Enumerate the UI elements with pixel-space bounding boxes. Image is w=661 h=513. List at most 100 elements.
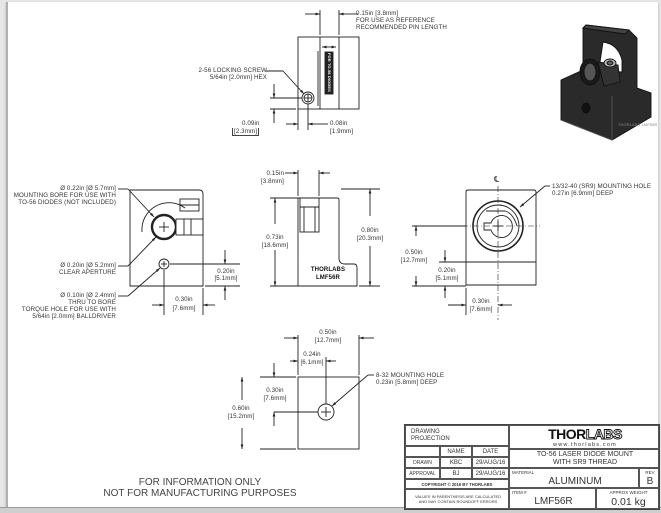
dimension-label: 0.20in: [217, 268, 235, 275]
dimension-label: 0.30in: [266, 387, 284, 394]
dimension-label: 0.15in: [266, 170, 284, 177]
bottom-view: [240, 335, 374, 450]
mounting-bore-label: TO-56 DIODES (NOT INCLUDED): [18, 199, 116, 206]
front-view: [118, 188, 240, 315]
material-label: MATERIAL: [512, 470, 535, 475]
front-view-outline: [129, 189, 204, 287]
side-view: [270, 170, 380, 287]
dimension-label: [5.1mm]: [435, 275, 459, 282]
approval-name: BJ: [440, 468, 472, 479]
weight-cell: APPROX WEIGHT 0.01 kg: [596, 488, 659, 509]
dimension-label: [2.3mm]: [232, 128, 260, 136]
copyright: COPYRIGHT © 2016 BY THORLABS: [405, 479, 509, 489]
locking-screw-label: 5/64in [2.0mm] HEX: [209, 74, 267, 81]
name-header: NAME: [440, 446, 472, 457]
mounting-bore-label: MOUNTING BORE FOR USE WITH: [13, 192, 116, 199]
title-block: DRAWING PROJECTION NAME DATE DRAWN KBC 2…: [404, 424, 660, 510]
dimension-label: [20.3mm]: [356, 235, 384, 242]
projection-cell: DRAWING PROJECTION: [405, 425, 509, 446]
values-note: VALUES IN PARENTHESIS ARE CALCULATED: [414, 494, 502, 499]
dimension-label: [12.7mm]: [400, 257, 428, 264]
description: TO-56 LASER DIODE MOUNT: [536, 451, 634, 458]
isometric-render: [560, 24, 652, 141]
rear-view: [412, 185, 550, 320]
torque-hole-icon: [158, 258, 170, 270]
date-header: DATE: [472, 446, 509, 457]
disclaimer-line-1: FOR INFORMATION ONLY: [138, 477, 262, 488]
values-note-cell: VALUES IN PARENTHESIS ARE CALCULATED AND…: [405, 489, 509, 509]
dimension-label: 0.60in: [232, 405, 250, 412]
rev: B: [646, 476, 654, 487]
item-label: ITEM #: [512, 490, 527, 495]
dimension-label: [7.6mm]: [469, 306, 493, 313]
material-cell: MATERIAL ALUMINUM: [509, 468, 639, 488]
rev-cell: REV B: [639, 468, 659, 488]
8-32-hole-label: 0.23in [5.8mm] DEEP: [376, 379, 438, 386]
dimension-label: 0.24in: [303, 351, 321, 358]
sr9-hole-label: 13/32-40 (SR9) MOUNTING HOLE: [552, 183, 652, 190]
drawn-name: KBC: [440, 457, 472, 468]
top-view-outline: [297, 36, 360, 110]
description: WITH SR9 THREAD: [552, 459, 618, 466]
thorlabs-logo: THORLABS: [510, 426, 660, 442]
dimension-label: [7.6mm]: [263, 395, 287, 402]
drawn-label: DRAWN: [405, 457, 440, 468]
dimension-label: [3.8mm]: [260, 178, 284, 185]
weight-label: APPROX WEIGHT: [609, 490, 648, 495]
disclaimer-line-2: NOT FOR MANUFACTURING PURPOSES: [103, 488, 297, 499]
dimension-label: [15.2mm]: [227, 413, 255, 420]
values-note: AND MAY CONTAIN ROUNDOFF ERRORS: [418, 499, 498, 504]
material: ALUMINUM: [548, 476, 602, 487]
rev-label: REV: [645, 470, 655, 475]
projection-label: PROJECTION: [411, 436, 450, 442]
projection-label: DRAWING: [411, 429, 440, 435]
dimension-label: [12.7mm]: [314, 337, 342, 344]
description-cell: TO-56 LASER DIODE MOUNT WITH SR9 THREAD: [509, 449, 659, 468]
approval-label: APPROVAL: [405, 468, 440, 479]
engraving-text: LMF56R: [316, 275, 340, 281]
sr9-hole-label: 0.27in [6.9mm] DEEP: [552, 190, 614, 197]
dimension-label: 0.20in: [438, 267, 456, 274]
dimension-label: [7.6mm]: [172, 305, 196, 312]
torque-hole-label: 5/64in [2.0mm] BALLDRIVER: [32, 313, 116, 320]
engraving-text: THORLABS: [310, 267, 346, 273]
weight: 0.01 kg: [611, 496, 646, 508]
torque-hole-label: Ø 0.10in [Ø 2.4mm]: [60, 292, 116, 299]
dimension-label: [5.1mm]: [214, 275, 238, 282]
logo-thor: THOR: [548, 426, 586, 442]
dimension-label: 0.50in: [319, 329, 337, 336]
engraving-text: FOR TO-56 DIODES: [327, 53, 332, 92]
dimension-label: 0.80in: [361, 227, 379, 234]
clear-aperture-label: Ø 0.20in [Ø 5.2mm]: [60, 262, 116, 269]
dimension-label: 0.08in: [330, 120, 348, 127]
blank-cell: [405, 446, 440, 457]
dimension-label: 0.73in: [266, 234, 284, 241]
page-bottom-edge: [0, 507, 661, 513]
torque-hole-label: TORQUE HOLE FOR USE WITH: [21, 306, 116, 313]
item-cell: ITEM # LMF56R: [509, 488, 596, 509]
dimension-label: 0.09in: [242, 120, 260, 127]
8-32-hole-label: 8-32 MOUNTING HOLE: [376, 372, 445, 379]
pin-length-note: RECOMMENDED PIN LENGTH: [356, 24, 447, 31]
locking-screw-label: 2-56 LOCKING SCREW: [198, 67, 267, 74]
pin-length-dimension: 0.15in [3.8mm]: [356, 10, 399, 17]
dimension-label: [1.9mm]: [330, 128, 354, 135]
logo-labs: LABS: [585, 426, 623, 442]
logo-cell: THORLABS www.thorlabs.com: [509, 425, 659, 449]
dimension-label: [6.1mm]: [300, 359, 324, 366]
bottom-view-outline: [297, 376, 360, 450]
item-number: LMF56R: [534, 496, 573, 507]
dimension-label: 0.30in: [472, 298, 490, 305]
mounting-bore-label: Ø 0.22in [Ø 5.7mm]: [60, 185, 116, 192]
drawn-date: 29/AUG/16: [472, 457, 509, 468]
dimension-label: 0.30in: [175, 296, 193, 303]
clear-aperture-label: CLEAR APERTURE: [59, 269, 116, 276]
isometric-engraving: THORLABS LMF56R: [618, 122, 658, 127]
centerline-symbol: ℄: [494, 175, 500, 184]
side-view-outline: [297, 197, 358, 287]
website: www.thorlabs.com: [553, 442, 617, 448]
approval-date: 29/AUG/16: [472, 468, 509, 479]
engraving-mark: [324, 51, 334, 95]
dimension-label: [18.6mm]: [261, 242, 289, 249]
rear-view-outline: [465, 189, 537, 286]
